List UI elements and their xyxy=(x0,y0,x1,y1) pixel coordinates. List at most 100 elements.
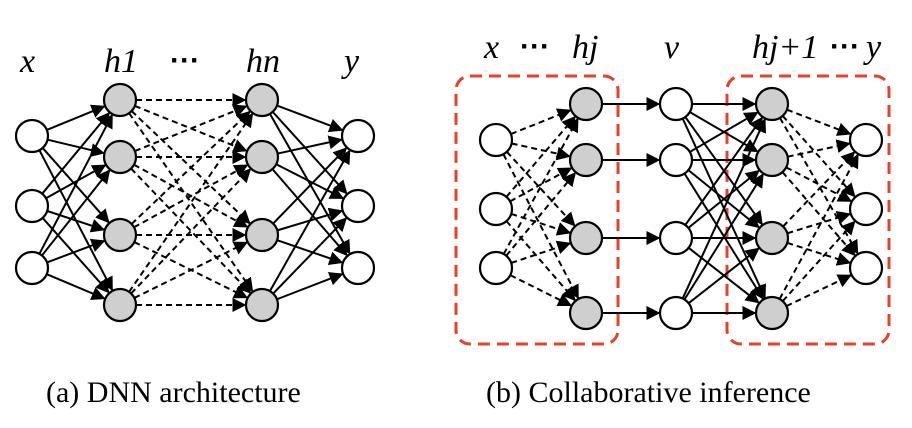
panel-b-nodes xyxy=(478,86,884,331)
edge-input-h1 xyxy=(46,273,106,300)
edge-input-hj xyxy=(502,117,579,255)
edge-input-hj xyxy=(505,171,577,257)
hidden-node-hj1 xyxy=(754,295,790,331)
edge-hj1-output xyxy=(782,151,856,228)
edge-input-hj xyxy=(511,142,571,161)
edge-h1-hn xyxy=(128,112,254,293)
transfer-node-v xyxy=(658,295,694,331)
edge-input-h1 xyxy=(46,104,106,131)
edge-input-hj xyxy=(505,115,576,198)
hidden-node-hj xyxy=(568,220,604,256)
edge-h1-hn xyxy=(130,110,251,225)
panel-b-edges xyxy=(502,97,859,320)
transfer-node-v xyxy=(658,220,694,256)
edge-hj1-output xyxy=(785,274,852,307)
input-node xyxy=(14,118,50,154)
edge-input-h1 xyxy=(41,112,111,195)
panel-a: x h1 ··· hn y (a) DNN architecture xyxy=(14,43,376,409)
edge-v-hj1 xyxy=(683,173,764,300)
edge-hj1-output xyxy=(787,139,851,158)
edge-hn-output xyxy=(271,168,348,257)
panel-a-label-hn: hn xyxy=(246,43,280,80)
input-node xyxy=(478,122,514,158)
edge-input-h1 xyxy=(38,113,113,255)
hidden-node-h1 xyxy=(102,139,138,175)
edge-hj1-output xyxy=(781,115,856,198)
edge-hn-output xyxy=(272,147,348,225)
edge-hn-output xyxy=(276,104,344,133)
transfer-node-v xyxy=(658,86,694,122)
edge-v-hj1 xyxy=(687,169,760,229)
hidden-node-hj xyxy=(568,142,604,178)
panel-b: x ··· hj v hj+1 ··· y (b) Collaborative … xyxy=(454,29,891,409)
panel-b-caption: (b) Collaborative inference xyxy=(486,376,811,409)
hidden-node-hj xyxy=(568,86,604,122)
edge-input-h1 xyxy=(46,210,106,233)
edge-hj1-output xyxy=(778,153,859,300)
panel-a-label-y: y xyxy=(341,43,360,80)
edge-v-hj1 xyxy=(681,118,767,299)
panel-b-label-hj1: hj+1 xyxy=(752,29,818,66)
edge-hn-output xyxy=(271,111,348,195)
edge-hj1-output xyxy=(786,241,852,266)
edge-hn-output xyxy=(276,272,344,301)
hidden-node-hj1 xyxy=(754,142,790,178)
edge-input-hj xyxy=(509,167,573,203)
panel-a-label-x: x xyxy=(19,43,35,80)
edge-hn-output xyxy=(275,163,345,200)
hidden-node-hn xyxy=(244,217,280,253)
edge-hn-output xyxy=(277,135,343,155)
hidden-node-h1 xyxy=(102,217,138,253)
transfer-node-v xyxy=(658,142,694,178)
edge-hj1-output xyxy=(781,220,856,302)
edge-v-hj1 xyxy=(689,111,759,153)
panel-b-label-hj: hj xyxy=(572,29,598,66)
edge-h1-hn xyxy=(130,168,252,295)
edge-input-hj xyxy=(509,274,573,307)
input-node xyxy=(478,191,514,227)
panel-a-nodes xyxy=(14,82,376,323)
hidden-node-hn xyxy=(244,82,280,118)
edge-hn-output xyxy=(276,239,344,265)
input-node xyxy=(14,250,50,286)
hidden-node-hj1 xyxy=(754,86,790,122)
edge-input-h1 xyxy=(45,164,107,200)
output-node xyxy=(340,118,376,154)
edge-hn-output xyxy=(272,217,348,295)
edge-input-hj xyxy=(505,220,576,302)
edge-h1-hn xyxy=(130,167,252,294)
output-node xyxy=(848,122,884,158)
hidden-node-hn xyxy=(244,287,280,323)
edge-input-h1 xyxy=(41,217,110,294)
edge-hn-output xyxy=(269,149,351,292)
edge-h1-hn xyxy=(133,164,249,229)
edge-input-h1 xyxy=(46,238,106,264)
edge-input-hj xyxy=(502,153,580,300)
panel-b-label-dots-left: ··· xyxy=(520,30,550,63)
edge-input-hj xyxy=(510,212,572,236)
panel-b-label-y: y xyxy=(863,29,882,66)
edge-hj1-output xyxy=(785,166,853,203)
hidden-node-h1 xyxy=(102,287,138,323)
panel-b-label-dots-right: ··· xyxy=(830,30,860,63)
edge-hj1-output xyxy=(786,108,852,136)
panel-b-label-x: x xyxy=(483,29,499,66)
panel-a-label-dots: ··· xyxy=(170,44,200,77)
panel-a-edges xyxy=(38,93,351,312)
edge-input-h1 xyxy=(41,169,111,257)
edge-h1-hn xyxy=(134,104,248,152)
output-node xyxy=(848,191,884,227)
output-node xyxy=(848,250,884,286)
edge-v-hj1 xyxy=(687,247,760,304)
device-partition-box xyxy=(454,74,620,346)
panel-b-label-v: v xyxy=(664,29,680,66)
edge-hj1-output xyxy=(781,171,856,257)
edge-input-hj xyxy=(510,240,572,264)
panel-a-caption: (a) DNN architecture xyxy=(46,376,301,409)
edge-hj1-output xyxy=(786,211,852,235)
hidden-node-hn xyxy=(244,139,280,175)
panel-a-label-h1: h1 xyxy=(104,43,138,80)
edge-h1-hn xyxy=(133,241,249,299)
hidden-node-h1 xyxy=(102,82,138,118)
